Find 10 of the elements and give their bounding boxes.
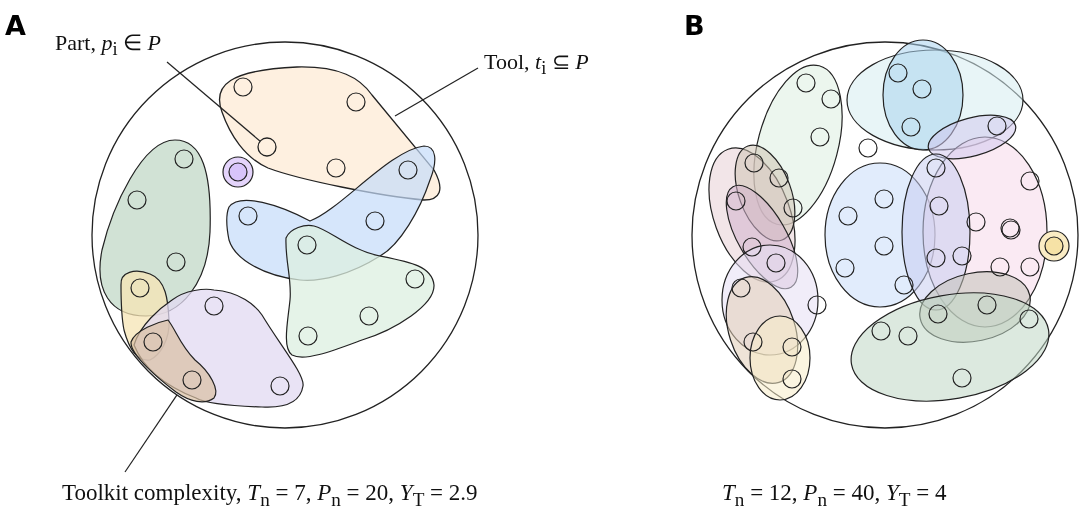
leader-line <box>166 61 261 142</box>
leader-line <box>394 67 479 117</box>
part-circle <box>257 137 277 157</box>
callout-text: Part, p$_{i}$ ∈ P <box>55 31 161 60</box>
panel-letter: B <box>684 12 705 39</box>
caption-text: T$_{n}$ = 12, P$_{n}$ = 40, Y$_{T}$ = 4 <box>722 480 947 510</box>
panel-letter: A <box>5 12 26 39</box>
callout-text: Tool, t$_{i}$ ⊆ P <box>484 50 589 79</box>
leader-line <box>124 394 178 473</box>
callout-text: Toolkit complexity, T$_{n}$ = 7, P$_{n}$ = 20, Y$_{T}$ = 2.9 <box>62 480 478 510</box>
